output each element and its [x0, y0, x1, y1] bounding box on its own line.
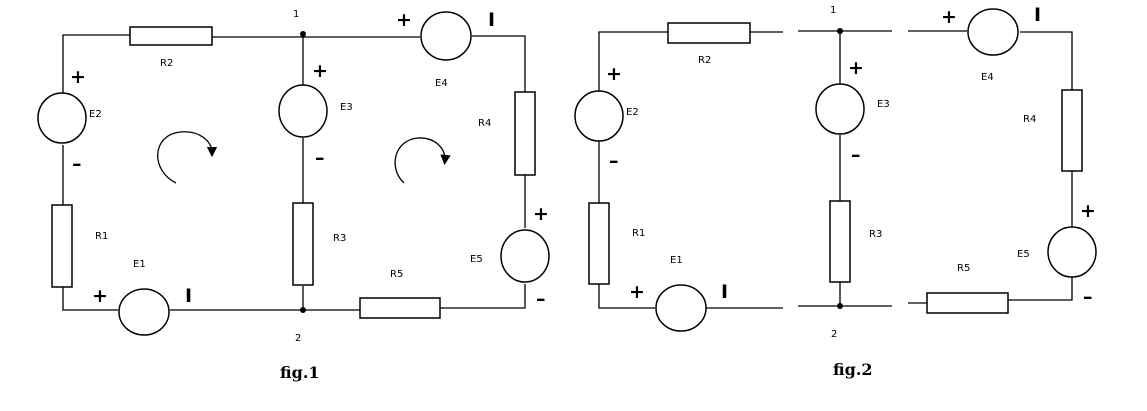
fig2-resistor-r2: [667, 22, 751, 44]
fig2-wires: [598, 30, 1073, 309]
fig1-e1-bar: I: [185, 285, 192, 307]
fig2-e4-plus: +: [941, 6, 957, 28]
fig2-resistor-r3: [829, 200, 851, 283]
fig1-node-2-dot: [300, 307, 306, 313]
fig1-resistor-r5: [359, 297, 441, 319]
fig1-e1-plus: +: [92, 285, 108, 307]
fig1-label-r1: R1: [95, 231, 108, 242]
fig2-resistor-r5: [926, 292, 1009, 314]
fig2-label-e4: E4: [981, 72, 994, 83]
fig2-e2-minus: –: [609, 150, 619, 172]
fig2-circuit: R2 E2 E3 E4 R4 R1 R3 E1 R5 E5 1 2 + – + …: [574, 4, 1097, 379]
fig1-loop-arrow-right: [394, 137, 451, 184]
fig1-label-e5: E5: [470, 254, 483, 265]
fig2-node-2-label: 2: [831, 329, 837, 340]
fig2-source-e2: [574, 90, 624, 142]
fig1-resistor-r1: [51, 204, 73, 288]
fig2-source-e5: [1047, 226, 1097, 278]
fig1-e2-plus: +: [70, 66, 86, 88]
fig2-caption: fig.2: [833, 360, 873, 379]
fig1-circuit: R2 E2 E3 E4 R4 R1 R3 E1 R5 E5 1 2 + – + …: [37, 9, 550, 382]
fig2-source-e4: [967, 8, 1019, 56]
fig1-label-e4: E4: [435, 78, 448, 89]
fig1-e4-plus: +: [396, 9, 412, 31]
fig2-label-r4: R4: [1023, 114, 1036, 125]
fig1-e3-plus: +: [312, 60, 328, 82]
fig1-e2-minus: –: [72, 153, 82, 175]
fig2-label-e2: E2: [626, 107, 639, 118]
fig2-e5-plus: +: [1080, 200, 1096, 222]
fig2-e2-plus: +: [606, 63, 622, 85]
fig2-e1-plus: +: [629, 281, 645, 303]
fig1-resistor-r4: [514, 91, 536, 176]
fig1-resistor-r2: [129, 26, 213, 46]
fig1-label-e2: E2: [89, 109, 102, 120]
fig2-label-e1: E1: [670, 255, 683, 266]
fig2-resistor-r4: [1061, 89, 1083, 172]
fig2-e5-minus: –: [1083, 286, 1093, 308]
fig2-e3-minus: –: [851, 144, 861, 166]
fig1-source-e3: [278, 84, 328, 138]
fig1-label-e3: E3: [340, 102, 353, 113]
fig1-source-e1: [118, 288, 170, 336]
fig2-label-r3: R3: [869, 229, 882, 240]
fig1-e3-minus: –: [315, 147, 325, 169]
fig2-resistor-r1: [588, 202, 610, 285]
fig2-e1-bar: I: [721, 281, 728, 303]
fig1-source-e5: [500, 229, 550, 283]
fig2-label-r5: R5: [957, 263, 970, 274]
fig1-source-e2: [37, 92, 87, 144]
fig2-label-r1: R1: [632, 228, 645, 239]
fig2-label-e3: E3: [877, 99, 890, 110]
fig2-e4-bar: I: [1034, 4, 1041, 26]
fig1-wires: [62, 34, 526, 311]
fig1-caption: fig.1: [280, 363, 320, 382]
fig1-node-1-dot: [300, 31, 306, 37]
fig1-source-e4: [420, 11, 472, 61]
fig1-label-r4: R4: [478, 118, 491, 129]
fig1-e4-bar: I: [488, 9, 495, 31]
fig2-label-e5: E5: [1017, 249, 1030, 260]
fig2-source-e1: [655, 284, 707, 332]
fig1-label-r5: R5: [390, 269, 403, 280]
fig1-label-r3: R3: [333, 233, 346, 244]
fig2-label-r2: R2: [698, 55, 711, 66]
fig2-node-2-dot: [837, 303, 843, 309]
fig1-node-2-label: 2: [295, 333, 301, 344]
fig1-loop-arrow-left: [157, 131, 218, 184]
fig1-e5-plus: +: [533, 203, 549, 225]
fig1-label-e1: E1: [133, 259, 146, 270]
fig2-e3-plus: +: [848, 57, 864, 79]
fig1-e5-minus: –: [536, 288, 546, 310]
fig2-node-1-dot: [837, 28, 843, 34]
fig2-node-1-label: 1: [830, 5, 836, 16]
fig1-node-1-label: 1: [293, 9, 299, 20]
fig1-label-r2: R2: [160, 58, 173, 69]
fig2-source-e3: [815, 83, 865, 135]
fig1-resistor-r3: [292, 202, 314, 286]
